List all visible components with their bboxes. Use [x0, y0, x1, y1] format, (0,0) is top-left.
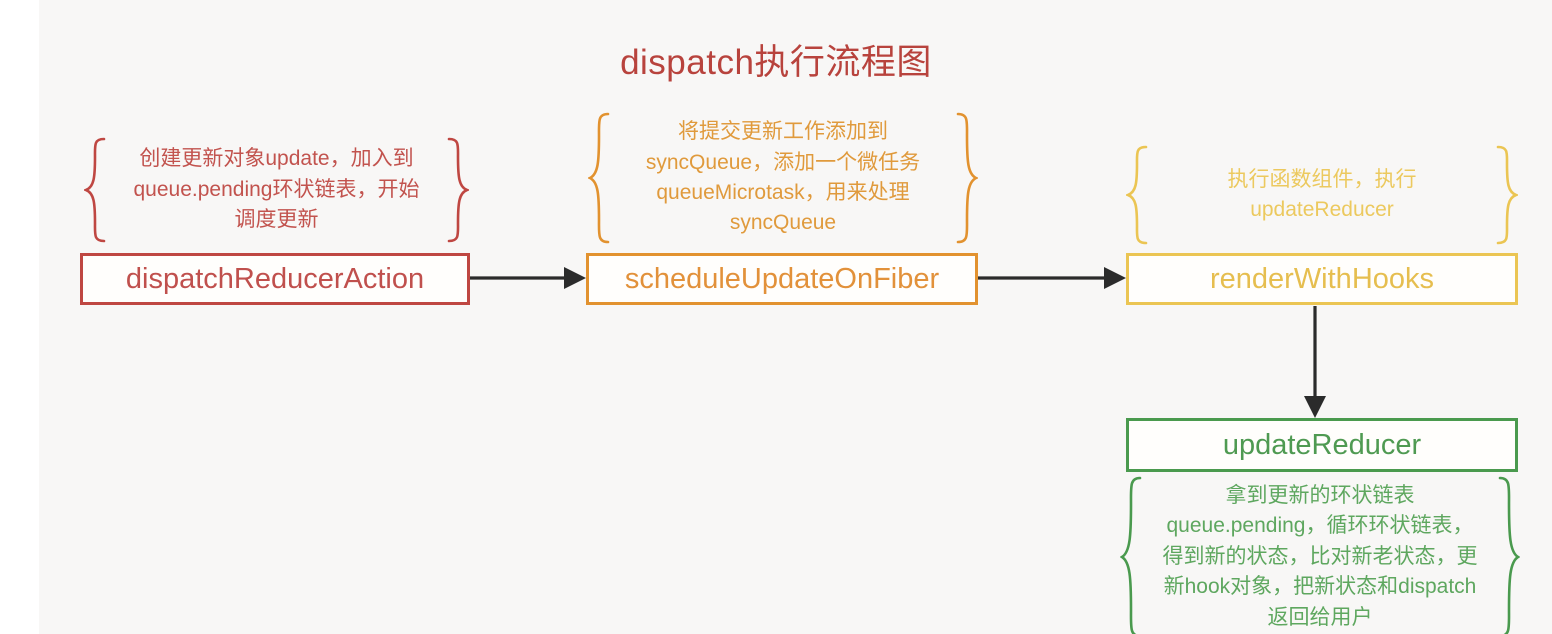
annotation-text: 将提交更新工作添加到 syncQueue，添加一个微任务 queueMicrot…	[645, 120, 921, 235]
node-update-reducer[interactable]: updateReducer	[1126, 418, 1518, 472]
page-title: dispatch执行流程图	[620, 43, 932, 82]
annotation-text: 创建更新对象update，加入到 queue.pending环状链表，开始 调度…	[133, 147, 420, 232]
annotation-render-with-hooks: 执行函数组件，执行 updateReducer	[1126, 145, 1518, 245]
arrow-render-to-update	[1300, 306, 1330, 420]
annotation-text: 执行函数组件，执行 updateReducer	[1227, 167, 1417, 221]
node-label: dispatchReducerAction	[125, 262, 425, 295]
brace-left-icon	[84, 137, 106, 243]
diagram-background	[39, 0, 1552, 634]
node-label: scheduleUpdateOnFiber	[624, 262, 940, 295]
arrow-schedule-to-render	[978, 264, 1128, 292]
annotation-text: 拿到更新的环状链表 queue.pending，循环环状链表， 得到新的状态，比…	[1162, 483, 1478, 629]
brace-right-icon	[447, 137, 469, 243]
node-schedule-update-on-fiber[interactable]: scheduleUpdateOnFiber	[586, 253, 978, 305]
brace-left-icon	[1120, 476, 1142, 634]
arrow-dispatch-to-schedule	[470, 264, 588, 292]
node-label: updateReducer	[1222, 428, 1422, 461]
node-render-with-hooks[interactable]: renderWithHooks	[1126, 253, 1518, 305]
annotation-dispatch-reducer-action: 创建更新对象update，加入到 queue.pending环状链表，开始 调度…	[84, 137, 469, 243]
brace-left-icon	[588, 112, 610, 244]
node-label: renderWithHooks	[1209, 262, 1435, 295]
brace-right-icon	[1498, 476, 1520, 634]
annotation-update-reducer: 拿到更新的环状链表 queue.pending，循环环状链表， 得到新的状态，比…	[1120, 476, 1520, 634]
brace-right-icon	[1496, 145, 1518, 245]
node-dispatch-reducer-action[interactable]: dispatchReducerAction	[80, 253, 470, 305]
brace-left-icon	[1126, 145, 1148, 245]
annotation-schedule-update-on-fiber: 将提交更新工作添加到 syncQueue，添加一个微任务 queueMicrot…	[588, 112, 978, 244]
brace-right-icon	[956, 112, 978, 244]
